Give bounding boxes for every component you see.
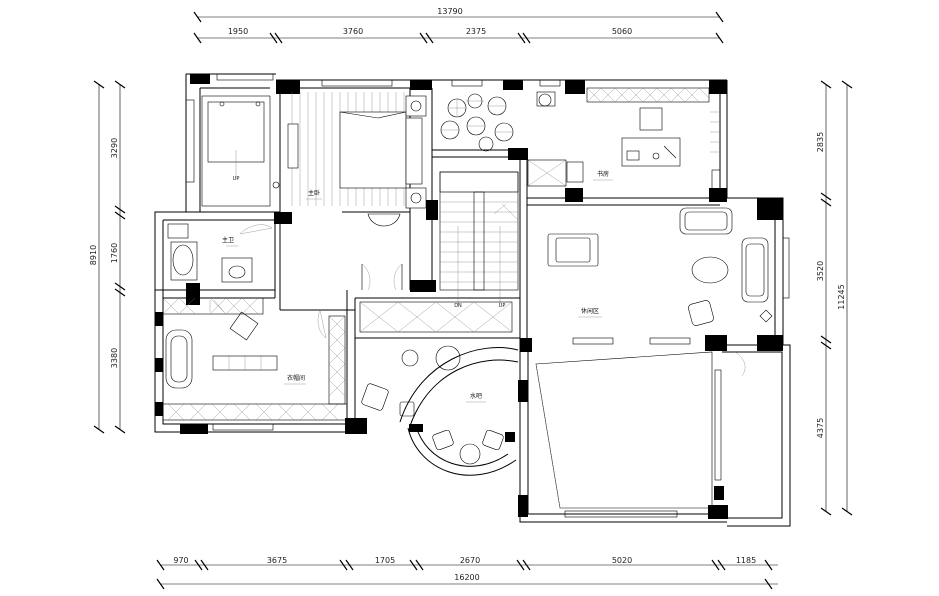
right-dimension-chain: 2835 3520 4375 11245 [816, 80, 853, 516]
windows [185, 73, 790, 518]
structural-columns [155, 74, 783, 519]
room-label-master-bath: 主卫 [222, 236, 234, 244]
left-segment-3: 3380 [110, 348, 119, 368]
bottom-segment-1: 970 [173, 556, 188, 565]
right-segment-1: 2835 [816, 132, 825, 152]
master-bath: 主卫 [167, 223, 253, 283]
bottom-segment-5: 5020 [612, 556, 632, 565]
room-label-water-bar: 水吧 [470, 392, 482, 400]
left-segment-2: 1760 [110, 243, 119, 263]
left-dimension-chain: 8910 3290 1760 3380 [89, 80, 126, 434]
room-label-lounge: 休闲区 [581, 307, 599, 315]
corridor-glass-panel [359, 301, 513, 333]
right-total-label: 11245 [837, 284, 846, 309]
top-segment-4: 5060 [612, 27, 632, 36]
master-bedroom: 主卧 [287, 92, 427, 291]
bottom-dimension-chain: 970 3675 1705 2670 5020 1185 16200 [156, 556, 778, 590]
room-label-master-bedroom: 主卧 [308, 189, 320, 197]
left-total-label: 8910 [89, 245, 98, 265]
staircase: DN UP [439, 171, 519, 309]
bath-up-label: UP [233, 176, 240, 182]
right-segment-2: 3520 [816, 261, 825, 281]
study-window-lattice [586, 87, 710, 103]
walls [154, 73, 791, 527]
room-label-study: 书房 [597, 170, 609, 178]
master-bath-upper: UP [201, 95, 280, 207]
stair-up-label: UP [499, 303, 506, 309]
bottom-segment-6: 1185 [736, 556, 756, 565]
right-segment-3: 4375 [816, 418, 825, 438]
southeast-room [535, 351, 713, 509]
cloakroom: 衣帽间 [162, 297, 348, 421]
bottom-total-label: 16200 [454, 573, 479, 582]
left-segment-1: 3290 [110, 138, 119, 158]
top-segment-3: 2375 [466, 27, 486, 36]
top-segment-1: 1950 [228, 27, 248, 36]
bottom-segment-4: 2670 [460, 556, 480, 565]
top-total-label: 13790 [437, 7, 462, 16]
lounge: 休闲区 [547, 207, 773, 377]
top-dimension-chain: 13790 1950 3760 2375 5060 [193, 7, 724, 44]
room-label-cloakroom: 衣帽间 [287, 374, 305, 382]
bottom-segment-2: 3675 [267, 556, 287, 565]
terrace-planters [440, 93, 514, 152]
study: 书房 [527, 91, 721, 191]
bottom-segment-3: 1705 [375, 556, 395, 565]
water-bar: 水吧 [361, 345, 519, 476]
stair-down-label: DN [454, 303, 462, 309]
top-segment-2: 3760 [343, 27, 363, 36]
doors [209, 224, 327, 339]
